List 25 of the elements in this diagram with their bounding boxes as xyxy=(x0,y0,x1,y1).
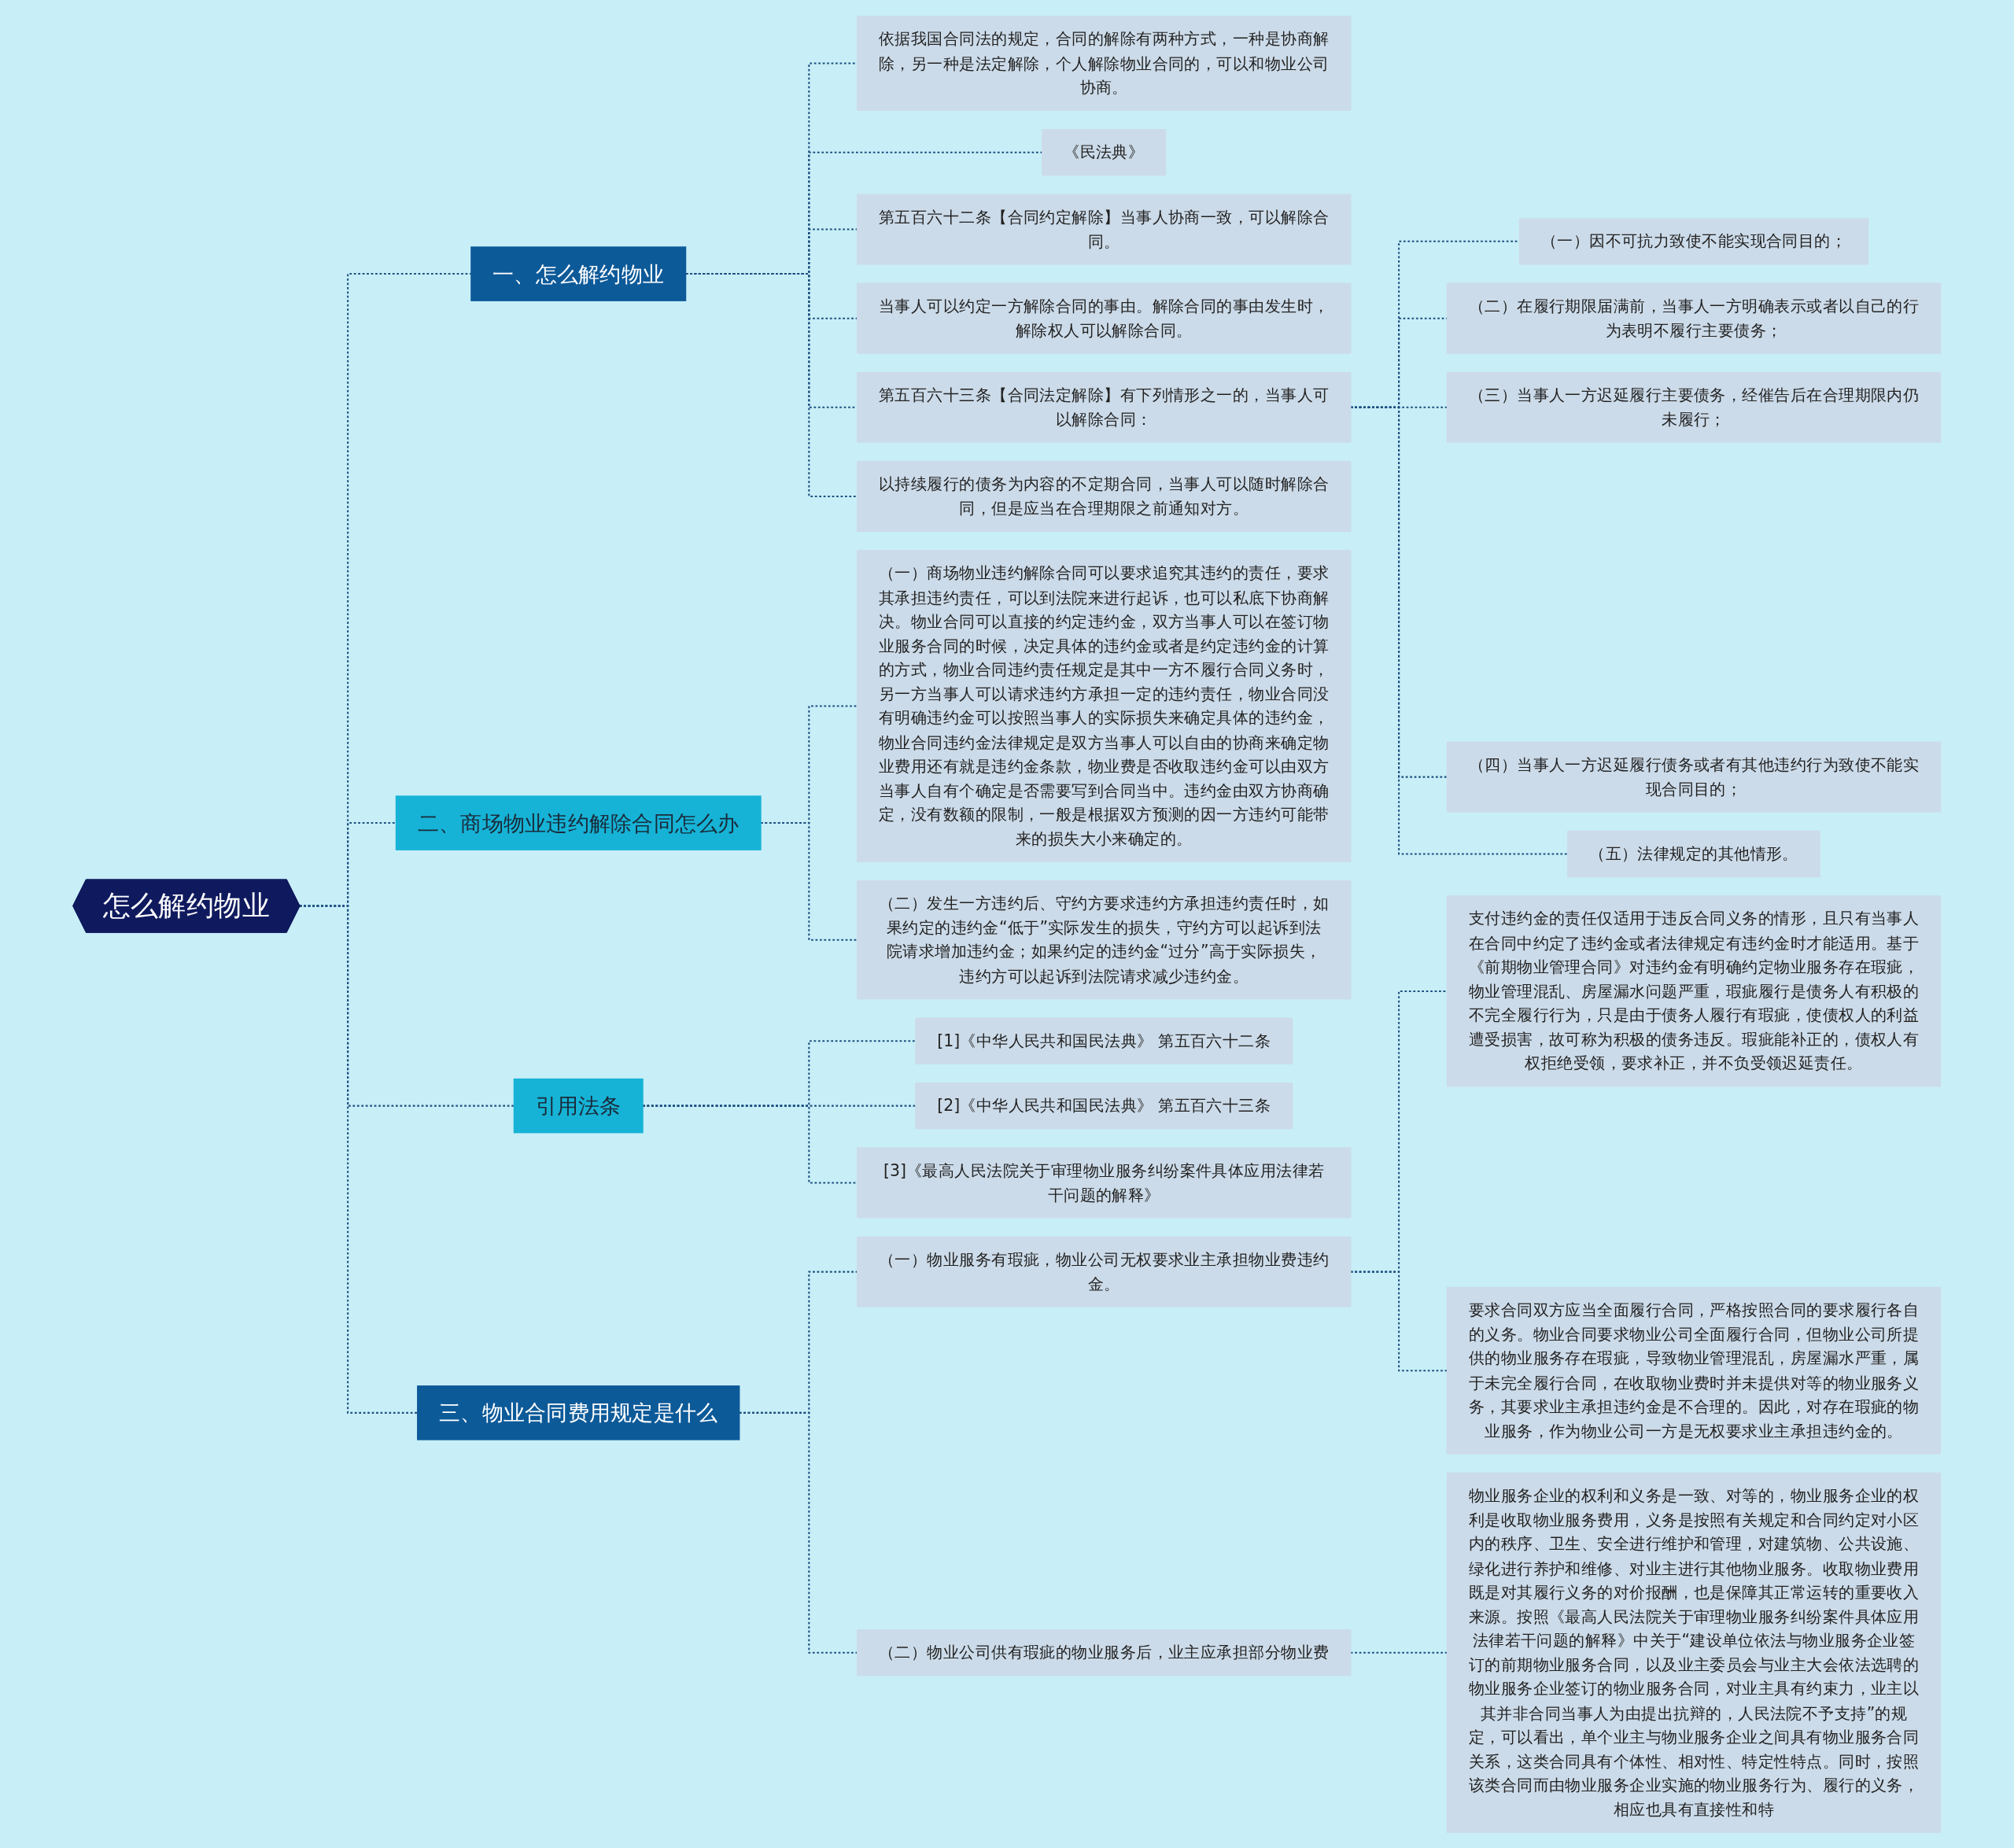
node-box: 引用法条 xyxy=(514,1078,644,1133)
node-box: （一）物业服务有瑕疵，物业公司无权要求业主承担物业费违约金。 xyxy=(857,1236,1352,1308)
node-box: （三）当事人一方迟延履行主要债务，经催告后在合理期限内仍未履行； xyxy=(1447,371,1942,443)
node-box: 支付违约金的责任仅适用于违反合同义务的情形，且只有当事人在合同中约定了违约金或者法律规定有违约金时才能适用。基于《前期物业管理合同》对违约金有明确约定物业服务存在瑕疵，物业管理混乱、房屋漏水问题严重，瑕疵履行是债务人有积极的不完全履行行为，只是由于债务人履行有瑕疵，使债权人的利益遭受损害，故可称为积极的债务违反。瑕疵能补正的，债权人有权拒绝受领，要求补正，并不负受领迟延责任。 xyxy=(1447,894,1942,1087)
node-box: 一、怎么解约物业 xyxy=(470,245,687,301)
node-box: 以持续履行的债务为内容的不定期合同，当事人可以随时解除合同，但是应当在合理期限之前通知对方。 xyxy=(857,460,1352,532)
node-box: 物业服务企业的权利和义务是一致、对等的，物业服务企业的权利是收取物业服务费用，义务是按照有关规定和合同约定对小区内的秩序、卫生、安全进行维护和管理，对建筑物、公共设施、绿化进行养护和维修、对业主进行其他物业服务。收取物业费用既是对其履行义务的对价报酬，也是保障其正常运转的重要收入来源。按照《最高人民法院关于审理物业服务纠纷案件具体应用法律若干问题的解释》中关于“建设单位依法与物业服务企业签订的前期物业服务合同，以及业主委员会与业主大会依法选聘的物业服务企业签订的物业服务合同，对业主具有约束力，业主以其并非合同当事人为由提出抗辩的，人民法院不予支持”的规定，可以看出，单个业主与物业服务企业之间具有物业服务合同关系，这类合同具有个体性、相对性、特定性特点。同时，按照该类合同而由物业服务企业实施的物业服务行为、履行的义务，相应也具有直接性和特 xyxy=(1447,1472,1942,1833)
node-box: 三、物业合同费用规定是什么 xyxy=(417,1385,740,1440)
node-box: （五）法律规定的其他情形。 xyxy=(1567,830,1821,877)
node-box: 当事人可以约定一方解除合同的事由。解除合同的事由发生时，解除权人可以解除合同。 xyxy=(857,282,1352,354)
node-box: 第五百六十二条【合同约定解除】当事人协商一致，可以解除合同。 xyxy=(857,194,1352,264)
node-box: 二、商场物业违约解除合同怎么办 xyxy=(396,795,762,850)
node-box: [3]《最高人民法院关于审理物业服务纠纷案件具体应用法律若干问题的解释》 xyxy=(857,1146,1352,1218)
node-box: （二）物业公司供有瑕疵的物业服务后，业主应承担部分物业费 xyxy=(857,1629,1352,1676)
node-box: （四）当事人一方迟延履行债务或者有其他违约行为致使不能实现合同目的； xyxy=(1447,741,1942,813)
node-box: [2]《中华人民共和国民法典》 第五百六十三条 xyxy=(915,1082,1293,1129)
node-box: 要求合同双方应当全面履行合同，严格按照合同的要求履行各自的义务。物业合同要求物业公司全面履行合同，但物业公司所提供的物业服务存在瑕疵，导致物业管理混乱，房屋漏水严重，属于未完全履行合同，在收取物业费时并未提供对等的物业服务义务，其要求业主承担违约金是不合理的。因此，对存在瑕疵的物业服务，作为物业公司一方是无权要求业主承担违约金的。 xyxy=(1447,1286,1942,1455)
connector xyxy=(685,272,858,497)
node-box: （二）发生一方违约后、守约方要求违约方承担违约责任时，如果约定的违约金“低于”实际发生的损失，守约方可以起诉到法院请求增加违约金；如果约定的违约金“过分”高于实际损失，违约方可以起诉到法院请求减少违约金。 xyxy=(857,880,1352,999)
node-box: 第五百六十三条【合同法定解除】有下列情形之一的，当事人可以解除合同： xyxy=(857,371,1352,443)
node-box: （二）在履行期限届满前，当事人一方明确表示或者以自己的行为表明不履行主要债务； xyxy=(1447,282,1942,354)
node-box: [1]《中华人民共和国民法典》 第五百六十二条 xyxy=(915,1017,1293,1064)
node-box: （一）商场物业违约解除合同可以要求追究其违约的责任，要求其承担违约责任，可以到法院来进行起诉，也可以私底下协商解决。物业合同可以直接的约定违约金，双方当事人可以在签订物业服务合同的时候，决定具体的违约金或者是约定违约金的计算的方式，物业合同违约责任规定是其中一方不履行合同义务时，另一方当事人可以请求违约方承担一定的违约责任，物业合同没有明确违约金可以按照当事人的实际损失来确定具体的违约金，物业合同违约金法律规定是双方当事人可以自由的协商来确定物业费用还有就是违约金条款，物业费是否收取违约金可以由双方当事人自有个确定是否需要写到合同当中。违约金由双方协商确定，没有数额的限制，一般是根据双方预测的因一方违约可能带来的损失大小来确定的。 xyxy=(857,549,1352,862)
node-box: 《民法典》 xyxy=(1042,128,1167,175)
connector xyxy=(300,905,418,1414)
